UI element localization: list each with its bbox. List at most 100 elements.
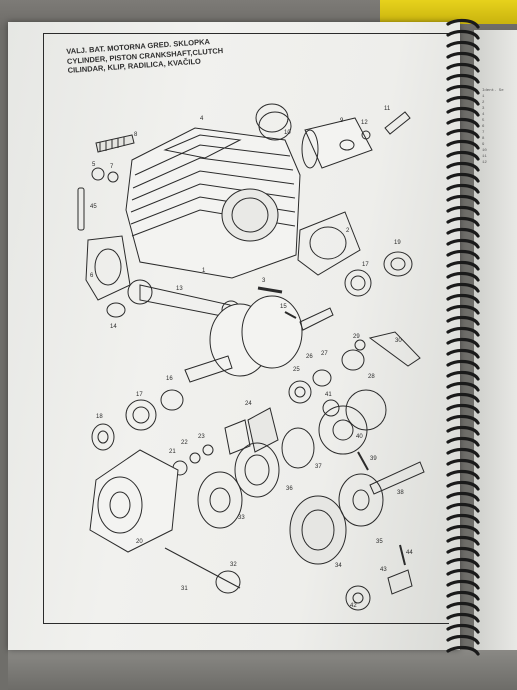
label-2: 2 [346,228,350,234]
spiral-loop [446,524,480,535]
label-29: 29 [353,334,360,340]
label-45: 45 [90,204,97,210]
spiral-loop [446,117,480,128]
label-8: 8 [134,132,138,138]
spiral-loop [446,579,480,590]
clutch-housing [89,449,179,553]
label-37: 37 [315,464,322,470]
label-41: 41 [325,392,332,398]
spiral-loop [446,18,480,29]
spiral-loop [446,425,480,436]
spiral-loop [446,73,480,84]
bearing-17-left [125,399,157,431]
spiral-loop [446,106,480,117]
spiral-loop [446,62,480,73]
label-44: 44 [406,550,413,556]
label-36: 36 [286,486,293,492]
label-31: 31 [181,586,188,592]
spiral-loop [446,315,480,326]
base-gasket [297,211,361,276]
label-18: 18 [96,414,103,420]
spiral-loop [446,381,480,392]
circlip-32 [215,570,241,594]
label-21: 21 [169,449,176,455]
cylinder-block [125,127,301,279]
label-13: 13 [176,286,183,292]
label-17b: 17 [362,262,369,268]
pin-44 [399,544,406,566]
lever-30 [368,331,421,367]
friction-disc-36 [234,442,280,498]
spiral-loop [446,557,480,568]
spiral-loop [446,491,480,502]
spiral-loop [446,271,480,282]
piston-pin [384,111,411,135]
desk-bottom [8,650,517,690]
kick-shaft-38 [369,461,425,495]
label-34: 34 [335,563,342,569]
label-27: 27 [321,351,328,357]
spiral-loop [446,172,480,183]
stud [77,187,85,231]
leader-31 [164,547,241,589]
spiral-loop [446,535,480,546]
cylinder-gasket [85,235,131,301]
clutch-basket-34 [289,495,347,565]
spiral-loop [446,128,480,139]
clutch-plate-41 [318,405,368,455]
spiral-loop [446,304,480,315]
label-14: 14 [110,324,117,330]
spiral-loop [446,612,480,623]
spiral-loop [446,183,480,194]
needle-bearing [106,302,126,318]
spiral-loop [446,326,480,337]
spiral-loop [446,205,480,216]
spiral-loop [446,51,480,62]
spiral-loop [446,139,480,150]
spiral-loop [446,260,480,271]
spiral-loop [446,238,480,249]
binder-spiral [446,18,480,656]
washer [107,171,119,183]
spiral-loop [446,95,480,106]
spiral-loop [446,623,480,634]
spiral-loop [446,546,480,557]
spiral-loop [446,634,480,645]
spiral-loop [446,414,480,425]
spiral-loop [446,216,480,227]
spiral-loop [446,150,480,161]
label-7: 7 [110,164,114,170]
spiral-loop [446,348,480,359]
connecting-rod [139,284,233,319]
label-20: 20 [136,539,143,545]
label-6: 6 [90,273,94,279]
label-33: 33 [238,515,245,521]
spiral-loop [446,645,480,656]
spiral-loop [446,392,480,403]
spiral-loop [446,370,480,381]
label-25: 25 [293,367,300,373]
label-11: 11 [384,106,391,112]
primary-gear-33 [197,471,243,529]
bearing-25 [288,380,312,404]
right-page-column: Ident. Se 1 2 3 4 5 6 7 8 9 10 11 12 [482,89,504,165]
label-40: 40 [356,434,363,440]
spiral-loop [446,29,480,40]
circlip [361,130,371,140]
yellow-folder [380,0,517,24]
label-39: 39 [370,456,377,462]
dowel-pin [257,286,283,294]
spiral-loop [446,282,480,293]
nut [91,167,105,181]
label-32: 32 [230,562,237,568]
seal-18 [91,423,115,451]
label-9: 9 [340,118,344,124]
label-10: 10 [284,130,291,136]
spiral-loop [446,359,480,370]
spiral-loop [446,590,480,601]
page-border [43,33,449,624]
label-5: 5 [92,162,96,168]
label-28: 28 [368,374,375,380]
